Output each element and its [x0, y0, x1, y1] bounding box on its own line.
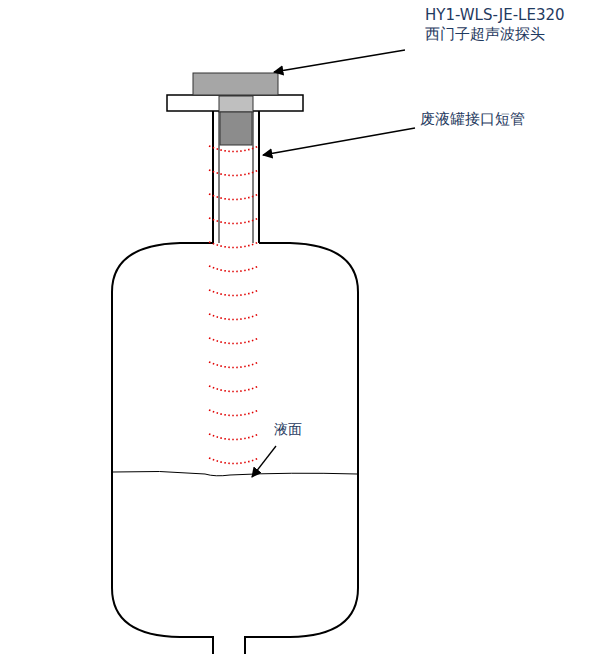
nozzle-label: 废液罐接口短管 — [420, 110, 525, 128]
sound-wave — [209, 242, 259, 248]
liquid-surface — [113, 471, 357, 475]
sound-wave — [209, 386, 259, 392]
flange — [167, 95, 303, 111]
nozzle-pipe — [213, 111, 259, 243]
sound-wave — [209, 266, 259, 272]
probe-model: HY1-WLS-JE-LE320 — [425, 6, 565, 24]
probe-transducer — [220, 112, 252, 145]
sound-wave — [209, 410, 259, 416]
sound-wave — [209, 170, 259, 176]
sound-wave — [209, 458, 259, 464]
sound-wave — [209, 290, 259, 296]
sound-wave — [209, 218, 259, 224]
leader-line — [252, 446, 276, 477]
sound-wave — [209, 338, 259, 344]
nozzle-inner — [219, 111, 253, 243]
probe-head — [193, 73, 278, 95]
sound-wave — [209, 194, 259, 200]
probe-name: 西门子超声波探头 — [425, 25, 545, 43]
sound-wave — [209, 314, 259, 320]
leader-line — [274, 50, 405, 72]
sound-wave — [209, 362, 259, 368]
tank-shell — [112, 243, 358, 654]
surface-label: 液面 — [274, 421, 302, 438]
leader-line — [263, 128, 415, 155]
probe-neck — [219, 96, 253, 112]
sound-waves — [209, 146, 259, 464]
sound-wave — [209, 434, 259, 440]
sound-wave — [209, 146, 259, 152]
